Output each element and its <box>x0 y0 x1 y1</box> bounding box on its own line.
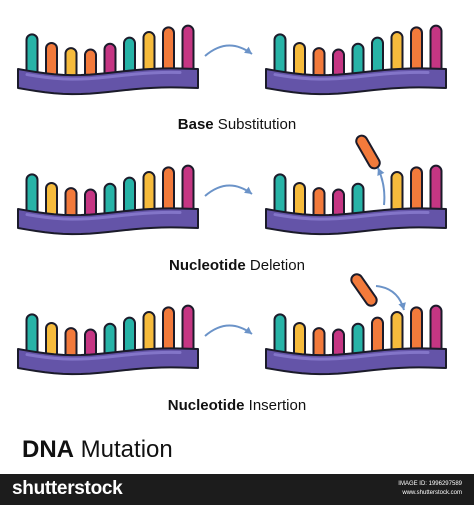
insertion-arrow <box>375 285 405 311</box>
diagram-title: DNA Mutation <box>22 436 173 463</box>
row3-after-backbone <box>265 347 447 376</box>
row2-before-backbone <box>17 207 199 236</box>
image-meta: IMAGE ID: 1996297589 www.shutterstock.co… <box>398 480 462 498</box>
inserted-nucleotide <box>350 273 378 307</box>
caption-nucleotide-insertion: Nucleotide Insertion <box>167 397 307 414</box>
image-id: IMAGE ID: 1996297589 <box>398 481 462 487</box>
brand-logo: shutterstock <box>12 478 123 499</box>
inserted-nucleotide-shape <box>350 273 378 307</box>
row3-transform-arrow-head <box>244 326 252 334</box>
deleted-nucleotide-shape <box>355 134 381 170</box>
row1-after-backbone <box>265 67 447 96</box>
deleted-nucleotide <box>355 134 381 170</box>
row2-transform-arrow <box>204 184 253 197</box>
row1-transform-arrow-head <box>244 46 252 54</box>
row3-before-backbone <box>17 347 199 376</box>
diagram-artwork <box>17 24 447 376</box>
footer-bar: shutterstock IMAGE ID: 1996297589 www.sh… <box>0 474 474 505</box>
row3-transform-arrow <box>204 324 253 337</box>
insertion-arrow-head <box>398 302 406 310</box>
row1-before-backbone <box>17 67 199 96</box>
row2-transform-arrow-head <box>244 186 252 194</box>
row2-before-backbone-highlight <box>25 210 182 221</box>
deletion-arrow-head <box>377 168 385 176</box>
row2-after-backbone <box>265 207 447 236</box>
row3-before-backbone-highlight <box>25 350 182 361</box>
row1-transform-arrow <box>204 44 253 57</box>
row1-after-backbone-highlight <box>273 70 430 81</box>
mutation-row-2 <box>17 164 447 236</box>
row2-after-backbone-highlight <box>273 210 430 221</box>
caption-base-substitution: Base Substitution <box>177 116 297 133</box>
mutation-row-1 <box>17 24 447 96</box>
site-url: www.shutterstock.com <box>402 490 462 496</box>
row1-before-backbone-highlight <box>25 70 182 81</box>
mutation-row-3 <box>17 304 447 376</box>
row3-after-backbone-highlight <box>273 350 430 361</box>
caption-nucleotide-deletion: Nucleotide Deletion <box>169 257 305 274</box>
